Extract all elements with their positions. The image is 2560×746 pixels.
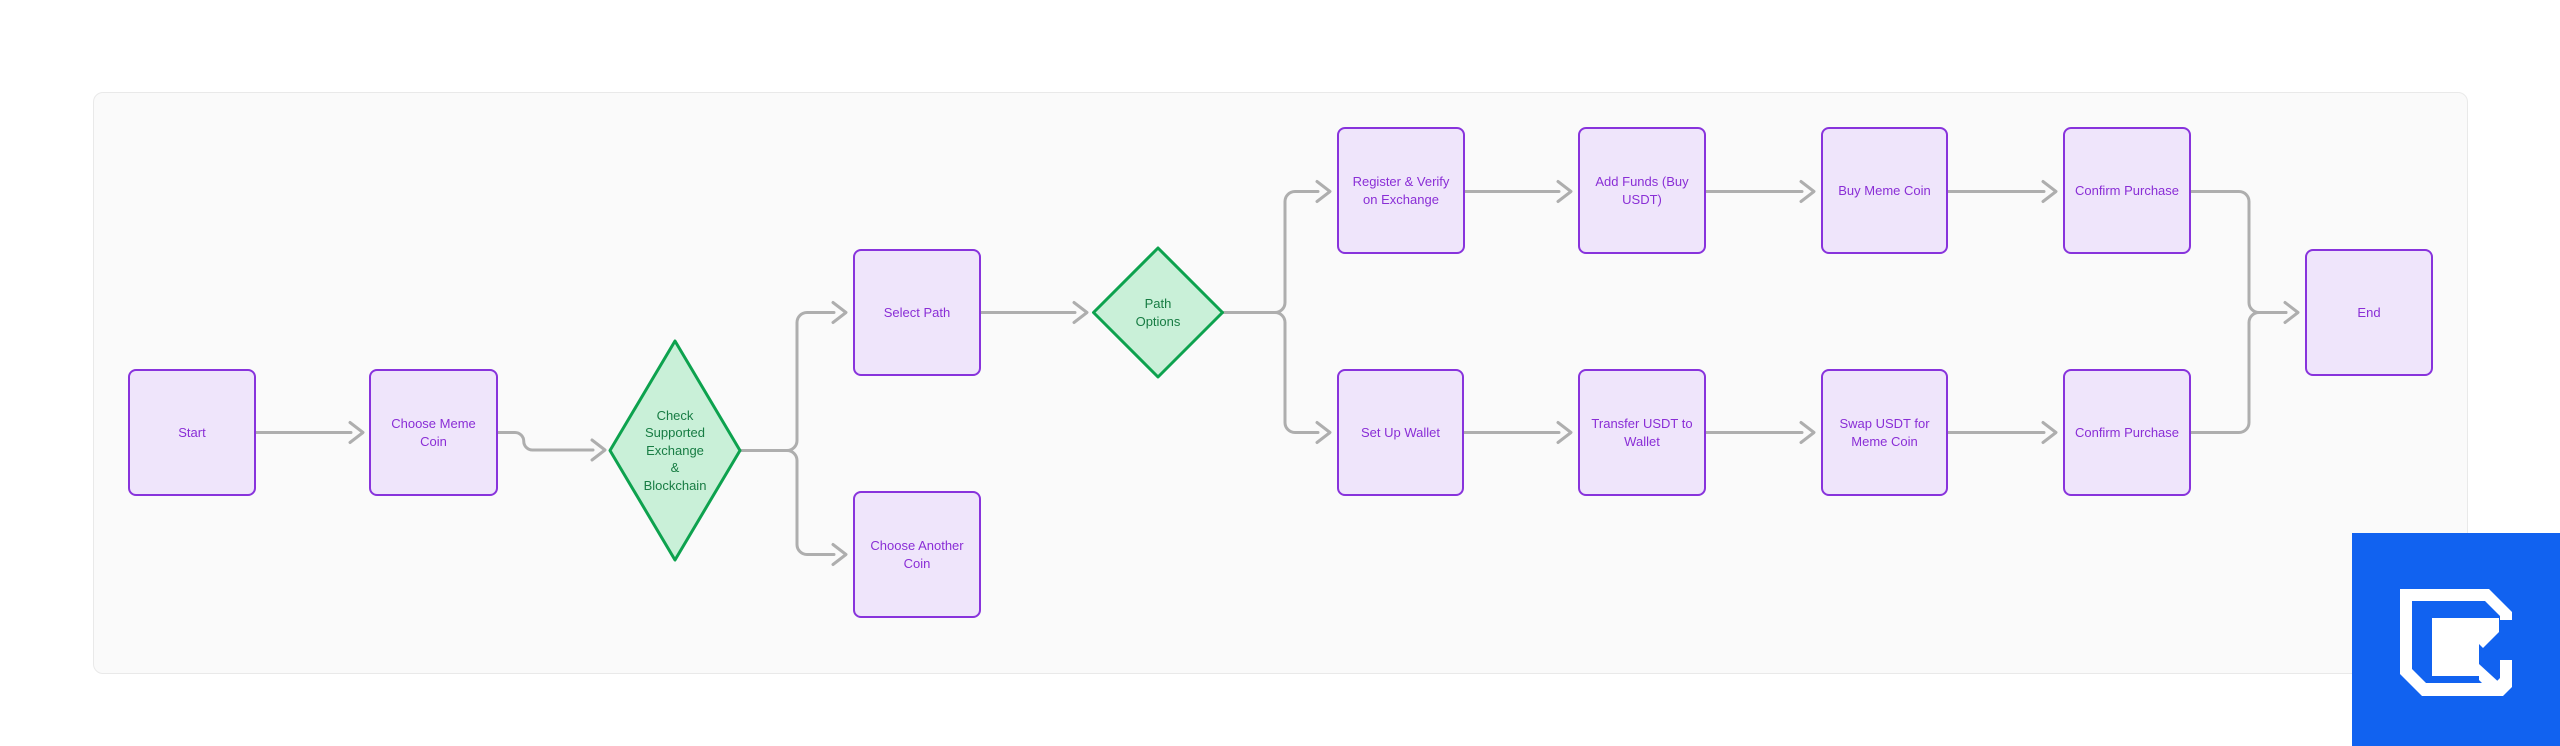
- edge-check-to-select-path: [738, 311, 836, 452]
- node-choose-another-coin: Choose Another Coin: [853, 491, 981, 618]
- arrowhead-set-up-wallet: [1315, 421, 1332, 444]
- arrowhead-register: [1315, 180, 1332, 203]
- node-choose-meme-coin: Choose Meme Coin: [369, 369, 498, 496]
- node-confirm-purchase-wallet-label: Confirm Purchase: [2074, 424, 2180, 440]
- edge-confirm-top-to-end: [2189, 190, 2288, 314]
- node-path-options-label: Path Options: [1135, 296, 1181, 329]
- node-confirm-purchase-exchange: Confirm Purchase: [2063, 127, 2191, 254]
- node-transfer-usdt-to-wallet: Transfer USDT to Wallet: [1578, 369, 1706, 496]
- node-buy-meme-coin: Buy Meme Coin: [1821, 127, 1948, 254]
- edge-confirm-bottom-to-end: [2189, 311, 2288, 434]
- arrowhead-transfer: [1556, 421, 1573, 444]
- arrowhead-check-diamond: [590, 438, 607, 462]
- arrowhead-swap: [1799, 421, 1816, 444]
- edge-path-options-to-set-up-wallet: [1221, 311, 1320, 434]
- node-buy-meme-coin-label: Buy Meme Coin: [1838, 182, 1931, 198]
- arrowhead-path-options: [1072, 301, 1089, 324]
- edge-check-to-choose-another: [738, 449, 836, 556]
- arrowhead-confirm-bottom: [2041, 421, 2058, 444]
- node-add-funds-buy-usdt: Add Funds (Buy USDT): [1578, 127, 1706, 254]
- node-select-path-label: Select Path: [883, 304, 951, 320]
- node-select-path: Select Path: [853, 249, 981, 376]
- node-start-label: Start: [178, 424, 206, 440]
- node-confirm-purchase-exchange-label: Confirm Purchase: [2074, 182, 2180, 198]
- arrowhead-confirm-top: [2041, 180, 2058, 203]
- edge-path-options-to-register: [1221, 190, 1320, 314]
- node-confirm-purchase-wallet: Confirm Purchase: [2063, 369, 2191, 496]
- node-register-verify-exchange-label: Register & Verify on Exchange: [1352, 174, 1450, 207]
- connectors: [254, 180, 2300, 566]
- arrowhead-add-funds: [1556, 180, 1573, 203]
- node-start: Start: [128, 369, 256, 496]
- node-check-supported-exchange-label: Check Supported Exchange & Blockchain: [643, 407, 707, 493]
- arrowhead-choose-another: [831, 543, 848, 566]
- edge-choose-to-check-diamond: [496, 431, 595, 452]
- node-transfer-usdt-to-wallet-label: Transfer USDT to Wallet: [1591, 416, 1693, 449]
- node-set-up-wallet: Set Up Wallet: [1337, 369, 1464, 496]
- arrowhead-select-path: [831, 301, 848, 324]
- watermark-logo: [2352, 533, 2560, 746]
- node-end-label: End: [2357, 304, 2381, 320]
- overlapping-squares-icon: [2399, 589, 2512, 696]
- node-check-supported-exchange-diamond: [608, 339, 742, 562]
- node-swap-usdt-for-meme-coin: Swap USDT for Meme Coin: [1821, 369, 1948, 496]
- node-register-verify-exchange: Register & Verify on Exchange: [1337, 127, 1465, 254]
- node-path-options-diamond: [1092, 246, 1224, 379]
- arrowhead-buy-meme: [1799, 180, 1816, 203]
- node-swap-usdt-for-meme-coin-label: Swap USDT for Meme Coin: [1839, 416, 1930, 449]
- arrowhead-end: [2283, 301, 2300, 324]
- node-choose-meme-coin-label: Choose Meme Coin: [391, 416, 476, 449]
- node-add-funds-buy-usdt-label: Add Funds (Buy USDT): [1595, 174, 1689, 207]
- node-end: End: [2305, 249, 2433, 376]
- node-choose-another-coin-label: Choose Another Coin: [870, 538, 964, 571]
- node-set-up-wallet-label: Set Up Wallet: [1361, 424, 1440, 440]
- arrowhead-choose-meme-coin: [348, 421, 365, 444]
